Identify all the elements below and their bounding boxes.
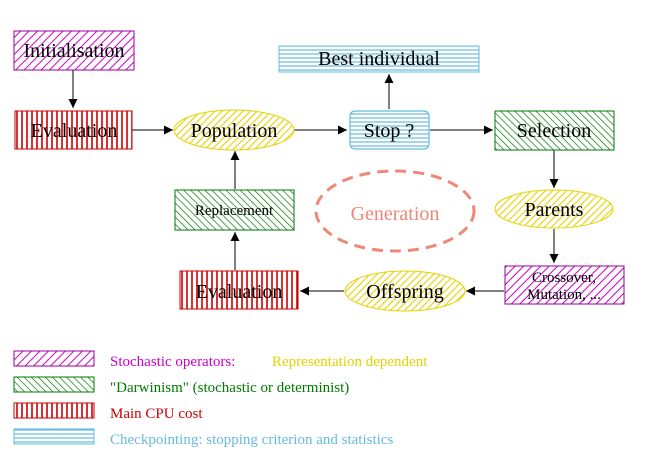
legend-swatch-checkpoint (13, 428, 95, 445)
population-label: Population (191, 120, 278, 142)
node-stop: Stop ? (349, 110, 430, 150)
node-evaluation-top: Evaluation (14, 110, 133, 150)
node-initialisation: Initialisation (13, 30, 135, 71)
flow-arrows (68, 70, 559, 296)
generation-label: Generation (351, 203, 440, 225)
generation-cycle: Generation (314, 169, 476, 253)
legend-swatch-cpu (13, 402, 95, 419)
node-parents: Parents (494, 189, 614, 229)
stop-label: Stop ? (364, 120, 415, 142)
parents-label: Parents (525, 199, 584, 221)
node-offspring: Offspring (344, 270, 466, 312)
legend-cpu-label: Main CPU cost (110, 406, 203, 422)
node-variation-operators: Crossover, Mutation, ... (504, 265, 625, 305)
legend-item-checkpoint: Checkpointing: stopping criterion and st… (13, 428, 393, 448)
legend-checkpoint-label: Checkpointing: stopping criterion and st… (110, 432, 393, 448)
selection-label: Selection (517, 120, 591, 142)
legend: Stochastic operators: Representation dep… (13, 350, 428, 448)
legend-item-stochastic: Stochastic operators: Representation dep… (13, 350, 428, 370)
legend-darwinism-label: "Darwinism" (stochastic or determinist) (110, 380, 349, 396)
legend-stochastic-label: Stochastic operators: (110, 354, 235, 370)
best-individual-label: Best individual (318, 48, 440, 70)
replacement-label: Replacement (195, 203, 274, 219)
node-population: Population (173, 109, 295, 151)
legend-item-cpu: Main CPU cost (13, 402, 203, 422)
legend-item-darwinism: "Darwinism" (stochastic or determinist) (13, 376, 349, 396)
variation-label-line2: Mutation, ... (527, 287, 601, 303)
variation-label-line1: Crossover, (532, 270, 596, 286)
evaluation-bottom-label: Evaluation (196, 281, 283, 303)
legend-swatch-darwinism (13, 376, 95, 393)
legend-representation-label: Representation dependent (272, 354, 428, 370)
node-evaluation-bottom: Evaluation (179, 270, 299, 310)
node-best-individual: Best individual (278, 45, 480, 73)
node-replacement: Replacement (174, 189, 295, 231)
evaluation-top-label: Evaluation (31, 120, 118, 142)
node-selection: Selection (494, 110, 615, 151)
initialisation-label: Initialisation (23, 40, 124, 62)
offspring-label: Offspring (366, 281, 443, 303)
legend-swatch-stochastic (13, 350, 95, 367)
